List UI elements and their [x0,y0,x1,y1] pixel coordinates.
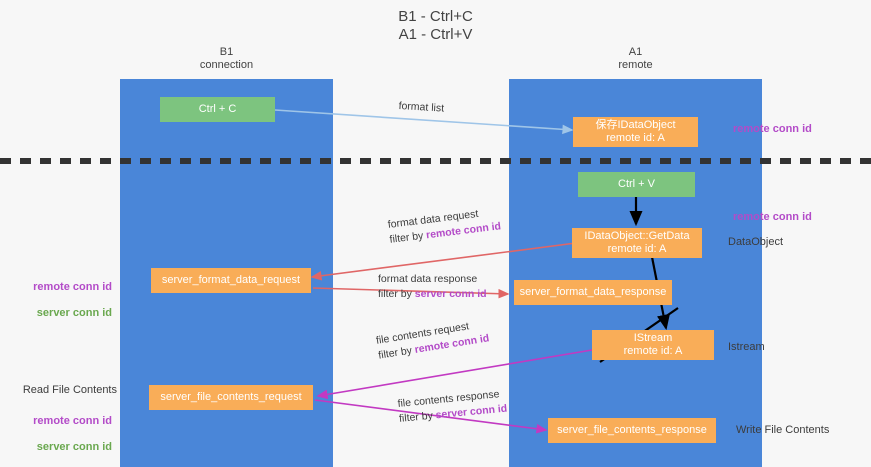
node-server-file-contents-response[interactable]: server_file_contents_response [548,418,716,443]
annot-conn-ids-mid: remote conn id server conn id [0,268,112,333]
node-save-idataobject[interactable]: 保存IDataObject remote id: A [573,117,698,147]
node-server-format-data-response[interactable]: server_format_data_response [514,280,672,305]
node-server-format-data-request[interactable]: server_format_data_request [151,268,311,293]
annot-remote-conn-id-top: remote conn id [733,123,812,135]
annot-conn-ids-bottom-remote: remote conn id [33,415,112,427]
annot-conn-ids-bottom: remote conn id server conn id [0,402,112,467]
annot-istream: Istream [728,341,765,353]
lane-b1-title: B1 [219,46,234,58]
annot-conn-ids-mid-remote: remote conn id [33,281,112,293]
diagram-title: B1 - Ctrl+C A1 - Ctrl+V [398,8,473,43]
node-ctrl-v[interactable]: Ctrl + V [578,172,695,197]
annot-remote-conn-id-mid: remote conn id [733,211,812,223]
node-istream[interactable]: IStream remote id: A [592,330,714,360]
annot-dataobject: DataObject [728,236,784,248]
edge-label-format-data-response: format data response filter by server co… [378,272,487,302]
edge-label-format-list: format list [398,99,444,117]
lane-a1-title: A1 [628,46,643,58]
edge-label-format-data-response-line2: filter by server conn id [378,288,487,300]
node-idataobject-getdata[interactable]: IDataObject::GetData remote id: A [572,228,702,258]
annot-write-file-contents: Write File Contents [736,424,830,436]
annot-conn-ids-mid-server: server conn id [36,307,112,319]
annot-read-file-contents: Read File Contents [22,384,117,396]
lane-a1-subtitle: remote [618,59,653,71]
lane-b1-subtitle: connection [199,59,254,71]
node-server-file-contents-request[interactable]: server_file_contents_request [149,385,313,410]
filter-value-server-conn-id-1: server conn id [414,288,487,300]
edge-label-format-list-line1: format list [398,99,445,115]
node-ctrl-c[interactable]: Ctrl + C [160,97,275,122]
annot-conn-ids-bottom-server: server conn id [36,441,112,453]
edge-label-format-data-response-line1: format data response [378,273,478,285]
